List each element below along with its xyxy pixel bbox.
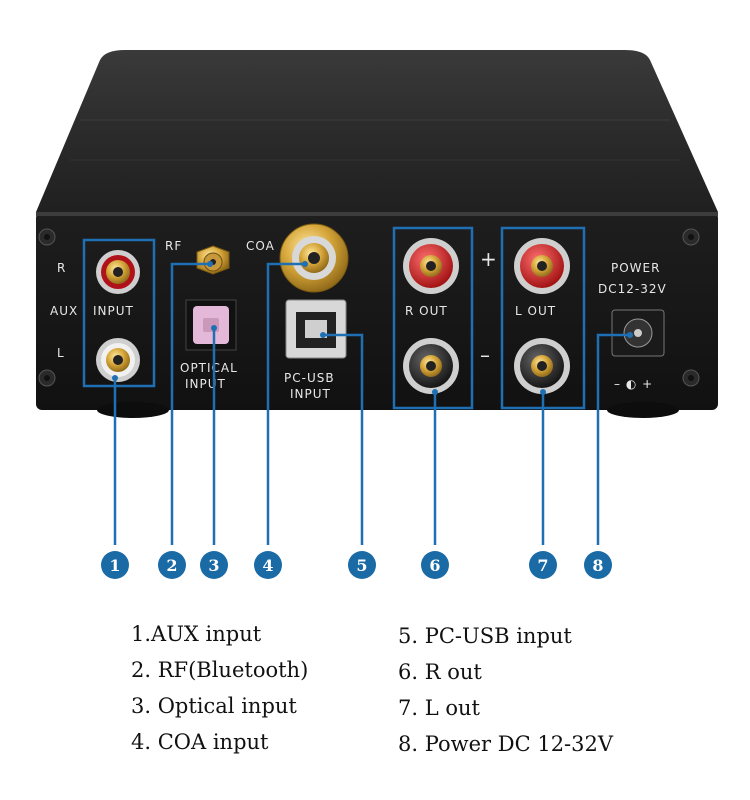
screw-icon [38, 228, 56, 246]
dc-polarity-symbol: – ◐ + [614, 377, 653, 391]
rf-label: RF [165, 239, 182, 253]
coa-label: COA [246, 239, 275, 253]
optical-label-line2: INPUT [185, 377, 226, 391]
aux-l-label: L [57, 346, 65, 360]
legend-item-optical: 3. Optical input [131, 694, 297, 718]
aux-callout-box [82, 238, 156, 388]
badge-8: 8 [584, 551, 612, 579]
svg-text:3: 3 [208, 556, 219, 575]
dc-voltage-label: DC12-32V [598, 282, 667, 296]
legend-right-column: 5. PC-USB input 6. R out 7. L out 8. Pow… [398, 618, 613, 762]
badge-7: 7 [529, 551, 557, 579]
power-label: POWER [611, 261, 660, 275]
aux-label: AUX [50, 304, 78, 318]
legend-item-rf: 2. RF(Bluetooth) [131, 658, 309, 682]
badge-3: 3 [200, 551, 228, 579]
positive-polarity-label: + [480, 247, 497, 271]
legend-item-l-out: 7. L out [398, 696, 480, 720]
right-foot [607, 402, 679, 418]
legend-left-column: 1.AUX input 2. RF(Bluetooth) 3. Optical … [131, 616, 308, 760]
screw-icon [682, 228, 700, 246]
negative-polarity-label: – [480, 343, 490, 367]
left-foot [97, 402, 169, 418]
svg-text:1: 1 [109, 556, 120, 575]
optical-label-line1: OPTICAL [180, 361, 238, 375]
svg-text:5: 5 [356, 556, 367, 575]
coaxial-rca-jack-icon [279, 223, 349, 293]
r-out-callout-box [392, 226, 474, 410]
badge-2: 2 [158, 551, 186, 579]
badge-5: 5 [348, 551, 376, 579]
svg-text:4: 4 [262, 556, 273, 575]
svg-text:7: 7 [537, 556, 548, 575]
legend-item-power: 8. Power DC 12-32V [398, 732, 614, 756]
aux-input-label: INPUT [93, 304, 134, 318]
chassis-top [36, 50, 718, 212]
svg-text:8: 8 [592, 556, 603, 575]
r-out-label: R OUT [405, 304, 448, 318]
badge-1: 1 [101, 551, 129, 579]
l-out-positive-binding-post-icon [514, 238, 570, 294]
badge-6: 6 [421, 551, 449, 579]
rf-antenna-connector-icon [196, 245, 230, 275]
aux-l-rca-jack-icon [96, 338, 140, 382]
legend-item-r-out: 6. R out [398, 660, 482, 684]
svg-text:2: 2 [166, 556, 177, 575]
r-out-negative-binding-post-icon [403, 338, 459, 394]
dc-power-jack-icon [611, 309, 665, 357]
l-out-label: L OUT [515, 304, 556, 318]
svg-text:6: 6 [429, 556, 440, 575]
aux-r-label: R [57, 261, 66, 275]
badge-4: 4 [254, 551, 282, 579]
screw-icon [38, 369, 56, 387]
legend-item-coa: 4. COA input [131, 730, 269, 754]
r-out-positive-binding-post-icon [403, 238, 459, 294]
pcusb-label-line2: INPUT [290, 387, 331, 401]
legend-item-aux: 1.AUX input [131, 622, 262, 646]
pcusb-label-line1: PC-USB [284, 371, 335, 385]
legend-item-pc-usb: 5. PC-USB input [398, 624, 572, 648]
l-out-negative-binding-post-icon [514, 338, 570, 394]
screw-icon [682, 369, 700, 387]
aux-r-rca-jack-icon [96, 250, 140, 294]
